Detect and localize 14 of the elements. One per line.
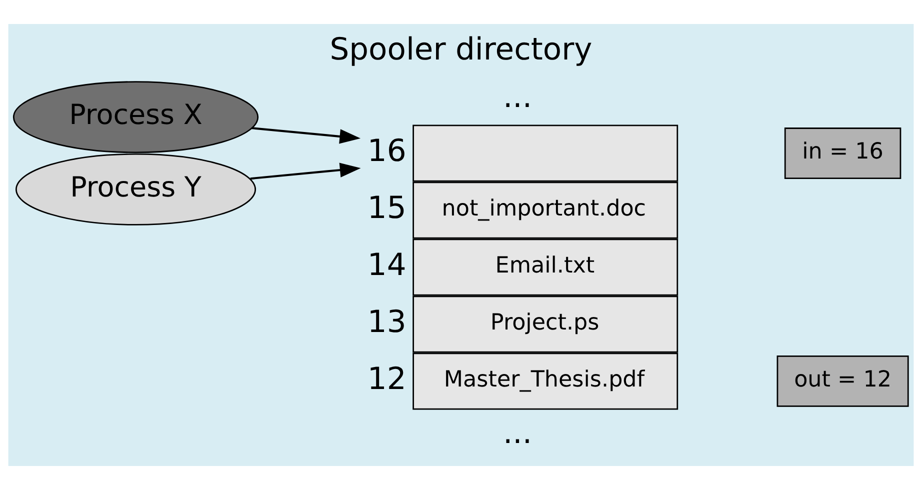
node-label: 16 bbox=[367, 134, 406, 169]
node-label: 14 bbox=[367, 248, 406, 283]
label: ... bbox=[502, 416, 532, 451]
arrow bbox=[252, 126, 361, 144]
node-box: in = 16 bbox=[784, 127, 902, 178]
node-ellipse: Process Y bbox=[15, 152, 256, 225]
node-ellipse: Process X bbox=[12, 80, 259, 153]
node-label: 15 bbox=[367, 190, 406, 226]
label: ... bbox=[502, 79, 532, 114]
diagram-title: Spooler directory bbox=[330, 32, 592, 68]
node-label: 12 bbox=[367, 361, 406, 396]
node-box: out = 12 bbox=[776, 355, 909, 406]
node-label: 13 bbox=[367, 304, 406, 340]
arrow bbox=[250, 162, 361, 180]
